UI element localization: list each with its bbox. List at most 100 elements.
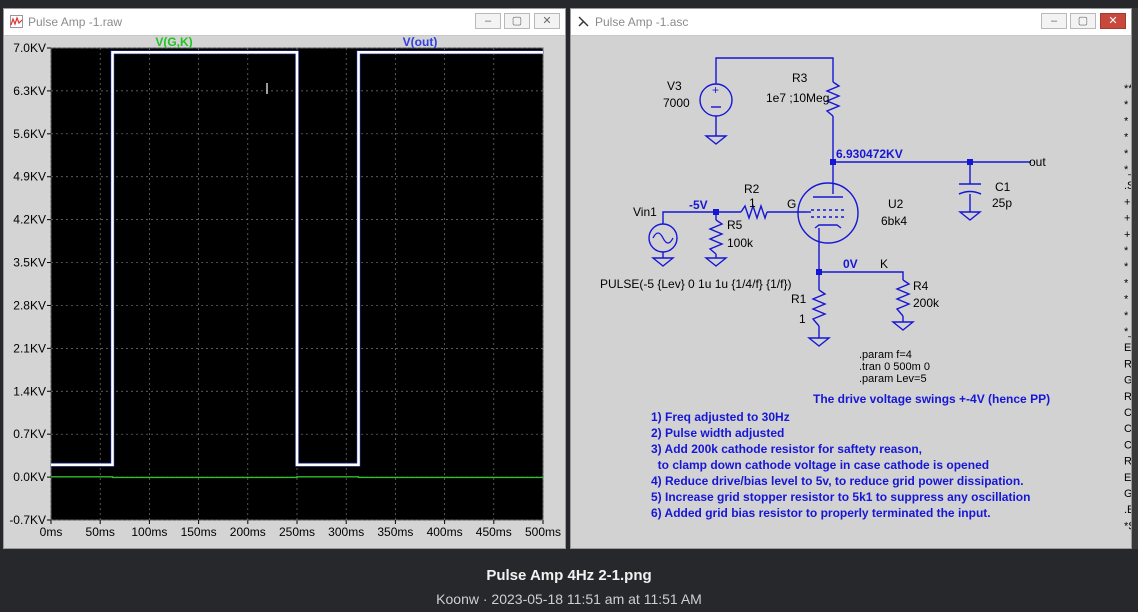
netlist-edge-glyph: * xyxy=(1124,261,1129,273)
netlist-edge-glyph: * xyxy=(1124,310,1129,322)
directive-2: .tran 0 500m 0 xyxy=(859,361,930,373)
v3-source xyxy=(699,83,733,117)
node-voltage-label: 6.930472KV xyxy=(836,147,903,161)
r2-value: 1 xyxy=(749,196,756,210)
x-tick-label: 200ms xyxy=(230,525,266,539)
schematic-drawing[interactable]: + xyxy=(571,36,1131,548)
note-6: 6) Added grid bias resistor to properly … xyxy=(651,506,991,520)
schematic-window-title: Pulse Amp -1.asc xyxy=(595,15,689,29)
note-3b: to clamp down cathode voltage in case ca… xyxy=(651,458,989,472)
ground-r4 xyxy=(891,321,915,331)
y-tick-label: 6.3KV xyxy=(13,84,46,98)
netlist-edge-glyph: G xyxy=(1124,375,1131,387)
netlist-edge-glyph: * xyxy=(1124,115,1129,127)
r2-name: R2 xyxy=(744,182,760,196)
netlist-edge-glyph: C xyxy=(1124,407,1131,419)
r3-resistor xyxy=(825,81,841,117)
right-edge-strip xyxy=(1132,8,1138,549)
x-tick-label: 250ms xyxy=(279,525,315,539)
x-tick-label: 50ms xyxy=(86,525,115,539)
netlist-edge-glyph: G xyxy=(1124,488,1131,500)
netlist-edge-glyph: E xyxy=(1124,472,1131,484)
legend-vgk[interactable]: V(G,K) xyxy=(155,35,192,49)
x-tick-label: 150ms xyxy=(181,525,217,539)
series-line-vgk[interactable] xyxy=(51,476,543,479)
note-3: 3) Add 200k cathode resistor for saftety… xyxy=(651,442,922,456)
note-2: 2) Pulse width adjusted xyxy=(651,426,784,440)
r3-value: 1e7 ;10Meg xyxy=(766,91,829,105)
g-label: G xyxy=(787,197,796,211)
netlist-edge-glyph: + xyxy=(1124,196,1130,208)
image-filename: Pulse Amp 4Hz 2-1.png xyxy=(486,567,652,584)
note-1: 1) Freq adjusted to 30Hz xyxy=(651,410,790,424)
r1-name: R1 xyxy=(791,292,807,306)
r2-resistor xyxy=(740,203,768,221)
netlist-edge-glyph: .E xyxy=(1124,504,1131,516)
r5-value: 100k xyxy=(727,236,754,250)
r4-resistor xyxy=(895,279,911,317)
c1-name: C1 xyxy=(995,180,1011,194)
waveform-titlebar[interactable]: Pulse Amp -1.raw – ▢ ✕ xyxy=(4,9,565,36)
netlist-edge-glyph: R xyxy=(1124,391,1131,403)
r1-value: 1 xyxy=(799,312,806,326)
y-tick-label: 4.9KV xyxy=(13,170,46,184)
waveform-window-title: Pulse Amp -1.raw xyxy=(28,15,123,29)
note-5: 5) Increase grid stopper resistor to 5k1… xyxy=(651,490,1030,504)
x-tick-label: 500ms xyxy=(525,525,561,539)
netlist-edge-glyph: + xyxy=(1124,229,1130,241)
legend-vout[interactable]: V(out) xyxy=(403,35,438,49)
note-4: 4) Reduce drive/bias level to 5v, to red… xyxy=(651,474,1024,488)
ground-v3 xyxy=(704,135,728,145)
netlist-edge-glyph: * xyxy=(1124,99,1129,111)
r5-resistor xyxy=(708,219,724,255)
netlist-edge-glyph: C xyxy=(1124,439,1131,451)
y-tick-label: 0.0KV xyxy=(13,470,46,484)
netlist-edge-glyph: + xyxy=(1124,213,1130,225)
r4-name: R4 xyxy=(913,279,929,293)
x-tick-label: 300ms xyxy=(328,525,364,539)
u2-value: 6bk4 xyxy=(881,214,907,228)
pulse-spec: PULSE(-5 {Lev} 0 1u 1u {1/4/f} {1/f}) xyxy=(600,277,791,291)
schematic-canvas[interactable]: + xyxy=(571,36,1131,548)
schematic-minimize-button[interactable]: – xyxy=(1041,13,1067,29)
netlist-edge-glyph: C xyxy=(1124,423,1131,435)
image-meta: Koonw · 2023-05-18 11:51 am at 11:51 AM xyxy=(436,591,702,607)
y-tick-label: 0.7KV xyxy=(13,427,46,441)
y-tick-label: -0.7KV xyxy=(9,513,46,527)
r3-name: R3 xyxy=(792,71,808,85)
directive-1: .param f=4 xyxy=(859,349,912,361)
netlist-edge-glyph: * xyxy=(1124,148,1129,160)
x-tick-label: 400ms xyxy=(427,525,463,539)
k-label: K xyxy=(880,257,888,271)
netlist-edge-glyph: * xyxy=(1124,245,1129,257)
waveform-maximize-button[interactable]: ▢ xyxy=(504,13,530,29)
ground-r1 xyxy=(807,337,831,347)
waveform-close-button[interactable]: ✕ xyxy=(534,13,560,29)
netlist-edge-glyph: * xyxy=(1124,294,1129,306)
x-tick-label: 0ms xyxy=(40,525,63,539)
schematic-maximize-button[interactable]: ▢ xyxy=(1070,13,1096,29)
schematic-titlebar[interactable]: Pulse Amp -1.asc – ▢ ✕ xyxy=(571,9,1131,36)
netlist-edge-glyph: .S xyxy=(1124,180,1131,192)
y-tick-label: 4.2KV xyxy=(13,213,46,227)
netlist-edge-glyph: *_ xyxy=(1124,164,1131,176)
zero-v-label: 0V xyxy=(843,257,858,271)
y-tick-label: 7.0KV xyxy=(13,41,46,55)
y-tick-label: 1.4KV xyxy=(13,384,46,398)
waveform-minimize-button[interactable]: – xyxy=(475,13,501,29)
series-line-vout[interactable] xyxy=(51,50,543,467)
netlist-edge-glyph: E xyxy=(1124,342,1131,354)
schematic-close-button[interactable]: ✕ xyxy=(1100,13,1126,29)
netlist-edge-glyph: R xyxy=(1124,456,1131,468)
netlist-edge-glyph: *_ xyxy=(1124,326,1131,338)
schematic-app-icon xyxy=(578,16,589,27)
vin1-name: Vin1 xyxy=(633,205,657,219)
netlist-edge-glyph: *S xyxy=(1124,520,1131,532)
x-tick-label: 450ms xyxy=(476,525,512,539)
v3-value: 7000 xyxy=(663,96,690,110)
u2-name: U2 xyxy=(888,197,904,211)
y-tick-label: 2.8KV xyxy=(13,298,46,312)
